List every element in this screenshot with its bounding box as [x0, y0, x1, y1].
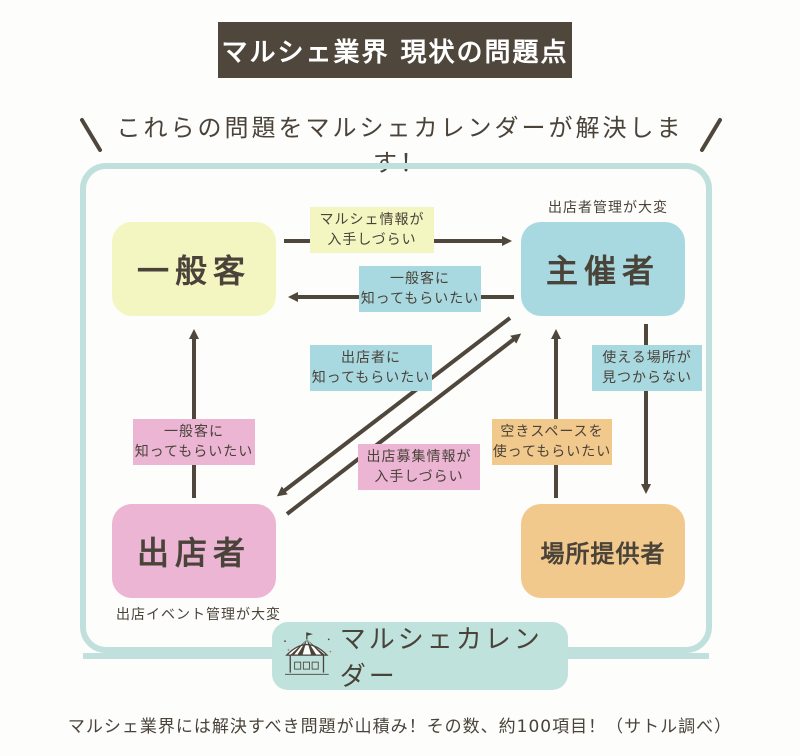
- tent-logo-icon: [284, 632, 332, 675]
- node-space-provider: 場所提供者: [521, 504, 685, 598]
- organizer-note: 出店者管理が大変: [548, 200, 668, 216]
- arrow-exhibitor-to-organizer: [285, 333, 522, 516]
- page-title: マルシェ業界 現状の問題点: [218, 22, 572, 78]
- brand-badge: マルシェカレンダー: [272, 622, 568, 692]
- node-organizer: 主催者: [521, 222, 685, 316]
- edge-label-organizer-to-general: 一般客に 知ってもらいたい: [359, 266, 481, 312]
- node-exhibitor: 出店者: [112, 504, 276, 598]
- exhibitor-note: 出店イベント管理が大変: [116, 607, 281, 623]
- edge-label-exhibitor-to-general: 一般客に 知ってもらいたい: [133, 419, 255, 465]
- footer-caption: マルシェ業界には解決すべき問題が山積み！その数、約100項目！（サトル調べ）: [67, 717, 733, 737]
- edge-label-general-to-organizer: マルシェ情報が 入手しづらい: [310, 207, 434, 253]
- left-slash-decoration: [80, 118, 102, 152]
- right-slash-decoration: [700, 118, 722, 152]
- edge-label-provider-to-organizer: 空きスペースを 使ってもらいたい: [492, 419, 612, 465]
- node-general-customer: 一般客: [112, 222, 276, 316]
- edge-label-organizer-to-exhibitor: 出店者に 知ってもらいたい: [310, 345, 432, 391]
- brand-name: マルシェカレンダー: [339, 625, 543, 692]
- arrow-organizer-to-exhibitor: [276, 316, 512, 497]
- edge-label-organizer-to-provider: 使える場所が 見つからない: [592, 345, 702, 391]
- edge-label-exhibitor-to-organizer: 出店募集情報が 入手しづらい: [358, 444, 480, 490]
